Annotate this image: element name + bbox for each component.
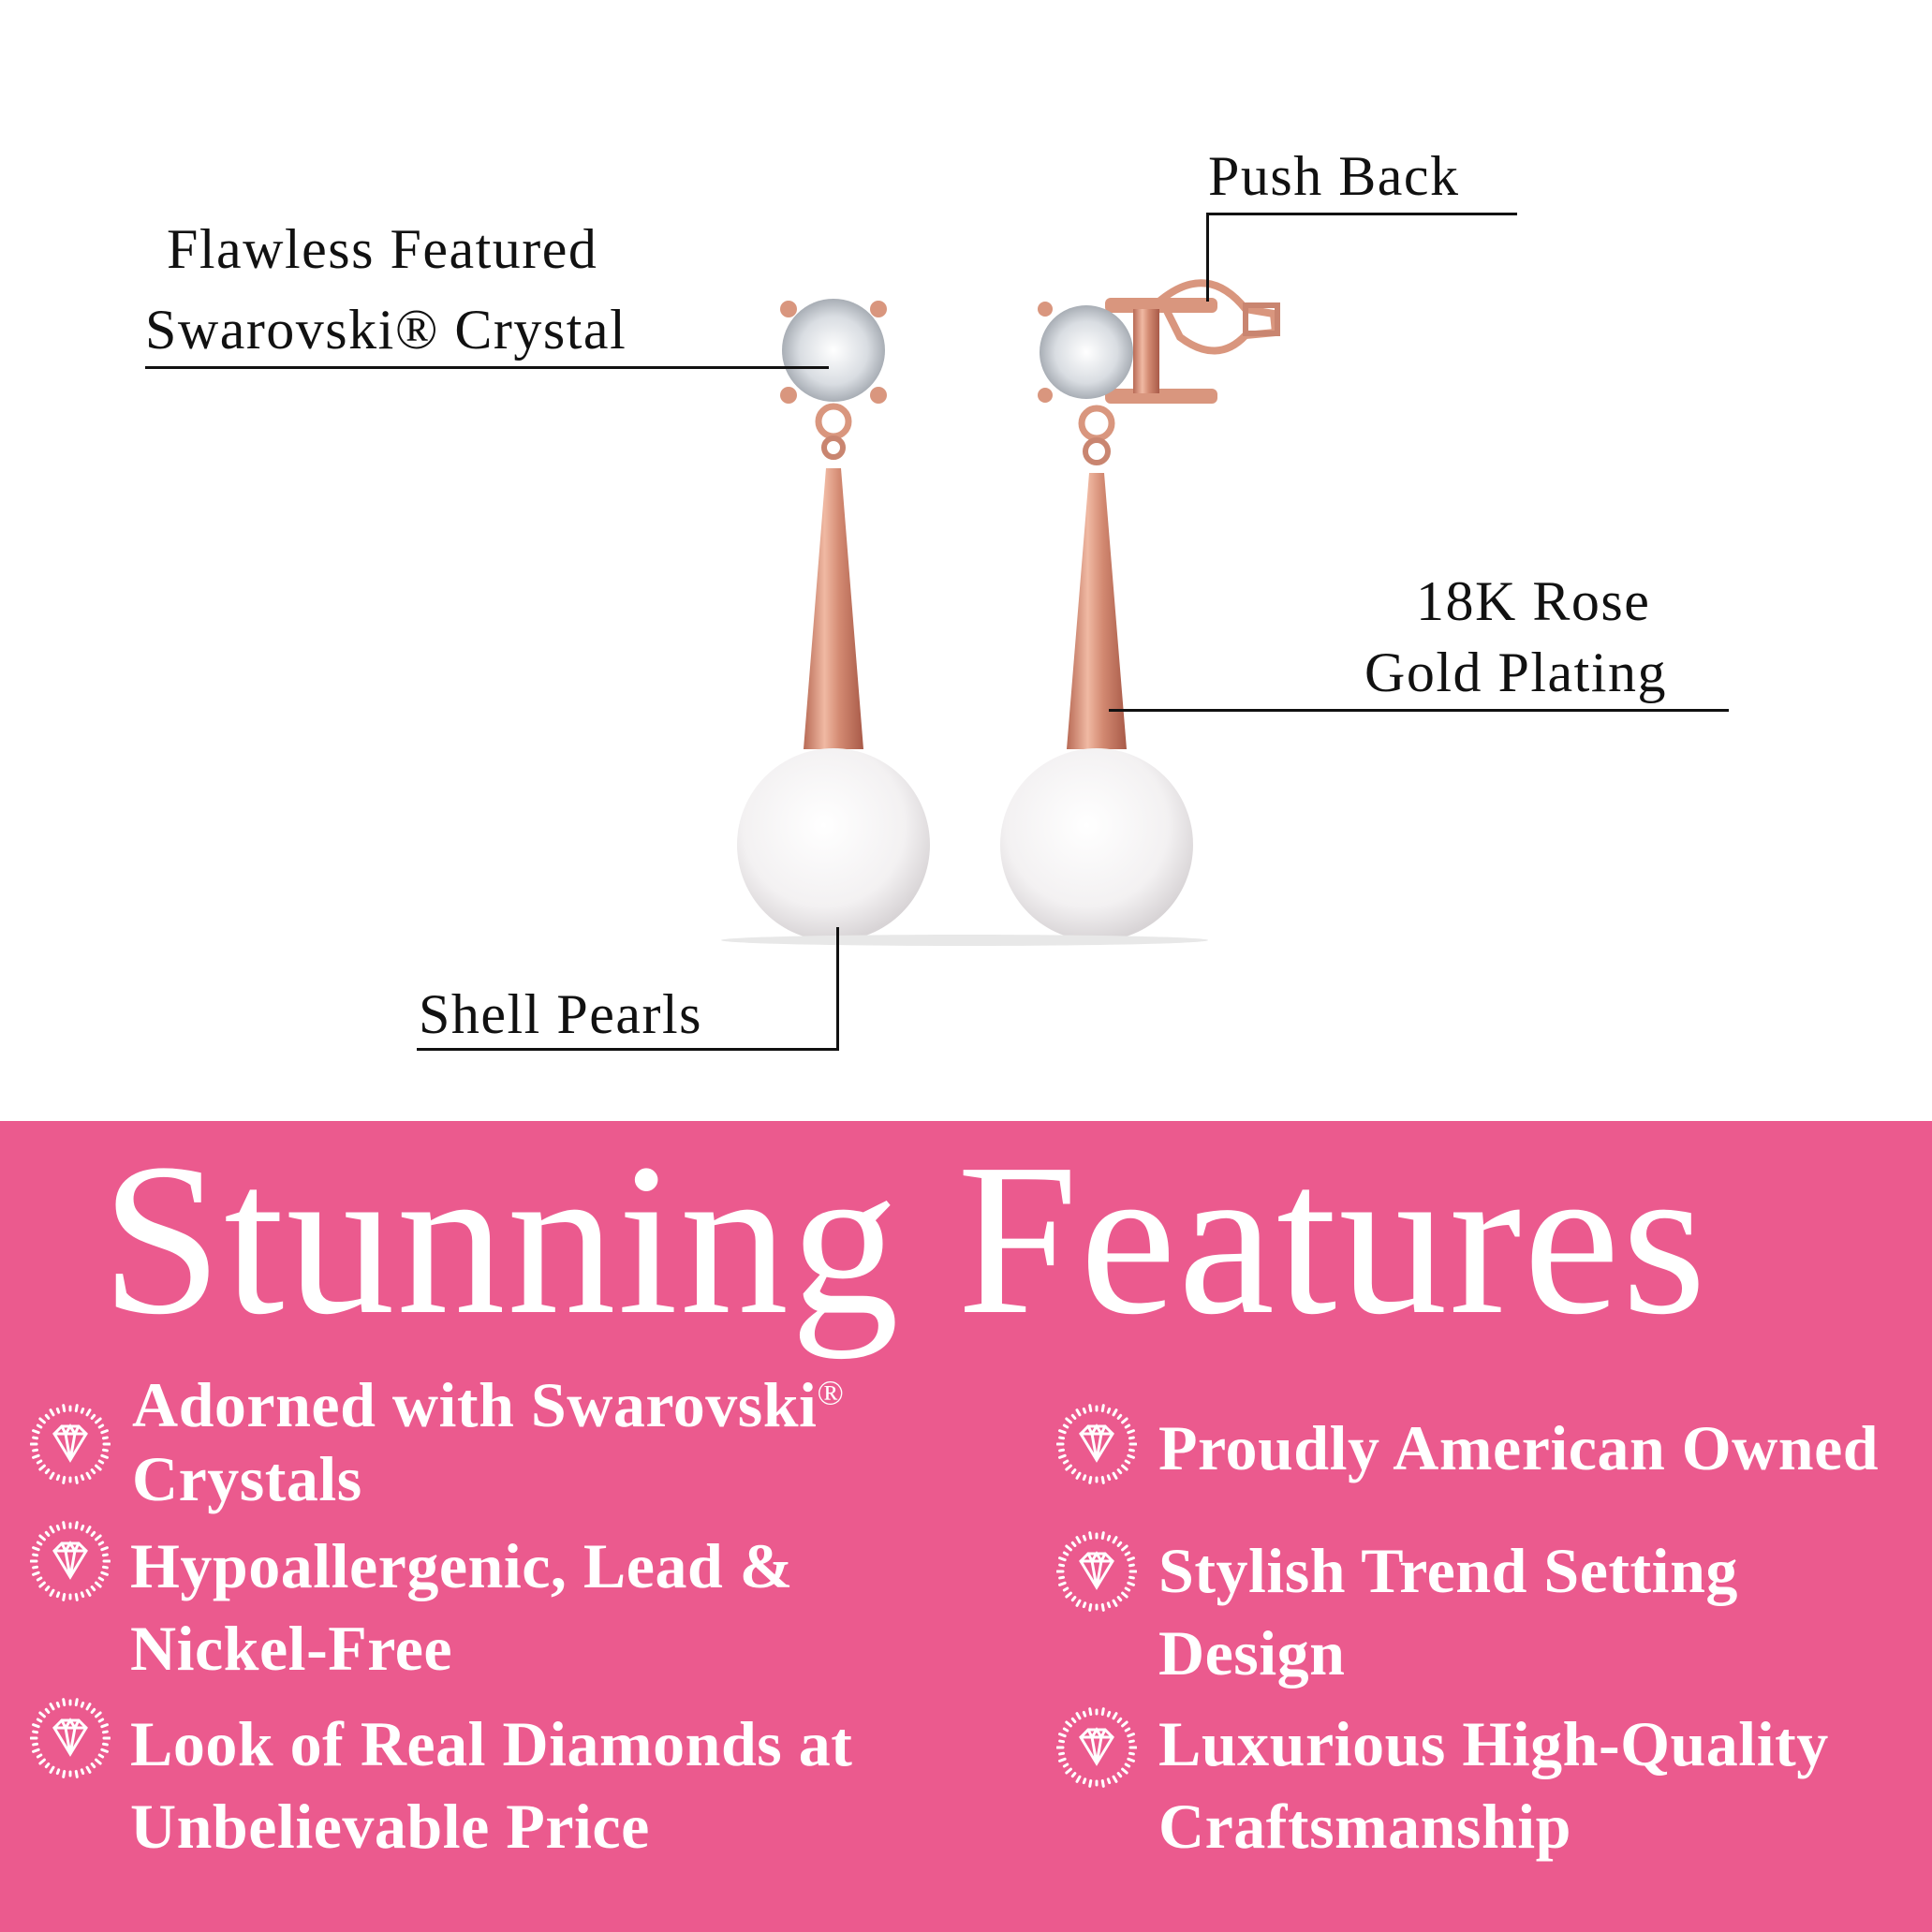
feature-american-owned: Proudly American Owned (1158, 1412, 1880, 1483)
callout-pearls: Shell Pearls (419, 983, 702, 1045)
feature-real-diamonds: Look of Real Diamonds at (130, 1708, 853, 1779)
earrings-product-image (721, 279, 1280, 946)
callout-crystal-leader (145, 366, 829, 369)
right-earring (1000, 279, 1280, 941)
feature-luxurious-line2: Craftsmanship (1158, 1791, 1571, 1862)
callout-push-back-leader (1206, 213, 1209, 302)
registered-mark: ® (817, 1374, 845, 1413)
feature-luxurious: Luxurious High-Quality (1158, 1708, 1829, 1779)
feature-hypoallergenic: Hypoallergenic, Lead & (130, 1530, 793, 1601)
feature-swarovski-line2: Crystals (132, 1443, 362, 1514)
callout-plating-line1: 18K Rose (1416, 570, 1651, 632)
callout-plating-leader (1109, 709, 1729, 712)
features-title: Stunning Features (101, 1119, 1708, 1360)
feature-hypoallergenic-line2: Nickel-Free (130, 1613, 453, 1684)
callout-crystal-line2: Swarovski® Crystal (145, 299, 627, 361)
features-band (0, 1121, 1932, 1932)
feature-swarovski: Adorned with Swarovski® (132, 1373, 844, 1437)
callout-crystal-line1: Flawless Featured (167, 218, 598, 280)
callout-pearls-underline (417, 1048, 839, 1051)
diamond-badge-icon (1056, 1531, 1137, 1612)
diamond-badge-icon (30, 1698, 111, 1778)
diamond-badge-icon (30, 1521, 111, 1601)
feature-stylish-line2: Design (1158, 1617, 1346, 1689)
pearl (737, 748, 930, 941)
crystal (1040, 305, 1133, 399)
diamond-badge-icon (1056, 1404, 1137, 1484)
feature-stylish: Stylish Trend Setting (1158, 1535, 1738, 1606)
callout-push-back-underline (1206, 213, 1517, 215)
left-earring (737, 299, 930, 941)
feature-real-diamonds-line2: Unbelievable Price (130, 1791, 650, 1862)
callout-push-back: Push Back (1208, 145, 1460, 207)
diamond-badge-icon (30, 1404, 111, 1484)
callout-plating-line2: Gold Plating (1364, 642, 1668, 703)
crystal (782, 299, 885, 402)
feature-line: Adorned with Swarovski (132, 1369, 818, 1440)
pearl (1000, 748, 1193, 941)
callout-pearls-leader (836, 927, 839, 1051)
diamond-badge-icon (1056, 1707, 1137, 1788)
